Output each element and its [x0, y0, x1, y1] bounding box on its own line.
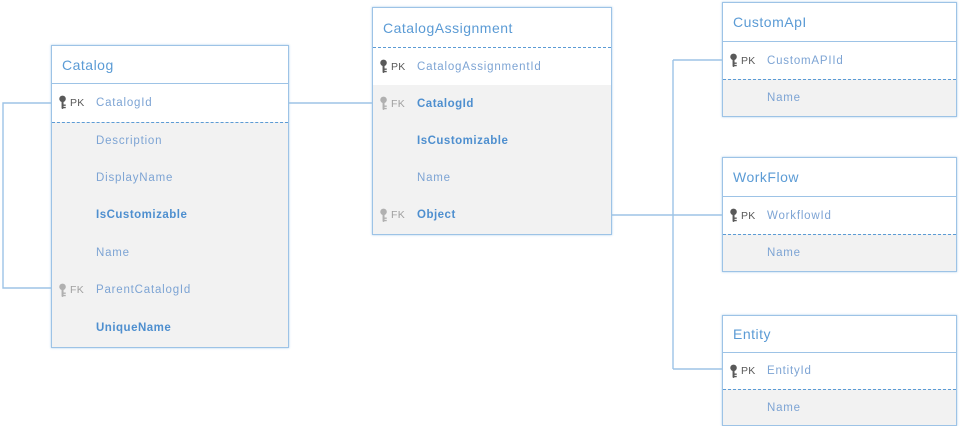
field-name-label: IsCustomizable [417, 134, 509, 147]
table-name-label: CustomApI [733, 14, 807, 30]
field-name-label: EntityId [767, 365, 812, 377]
field-name-label: Name [767, 401, 801, 414]
field-row: Name [373, 159, 611, 197]
field-name-label: Name [96, 246, 130, 259]
field-name-label: ParentCatalogId [96, 284, 192, 297]
pk-cell: PK [723, 364, 767, 379]
key-type-label: PK [741, 365, 756, 377]
field-row: UniqueName [52, 309, 288, 347]
field-row: IsCustomizable [373, 122, 611, 160]
field-name-label: WorkflowId [767, 209, 832, 222]
field-name-label: Name [767, 92, 801, 104]
table-name-label: Catalog [62, 56, 114, 73]
pk-cell: PK [723, 208, 767, 223]
field-row: IsCustomizable [52, 196, 288, 234]
field-name-label: CustomAPIId [767, 54, 844, 67]
field-name-label: Object [417, 209, 456, 222]
pk-key-icon [729, 53, 739, 68]
fk-cell: FK [373, 96, 417, 111]
pk-key-icon [729, 208, 739, 223]
table-header: Catalog [52, 46, 288, 84]
table-header: Entity [723, 316, 956, 353]
field-row: FK Object [373, 196, 611, 234]
field-row: Name [723, 79, 956, 116]
field-name-label: UniqueName [96, 321, 172, 334]
table-header: CustomApI [723, 3, 956, 42]
field-name-label: CatalogId [96, 96, 153, 109]
key-type-label: PK [741, 209, 756, 222]
pk-key-icon [379, 59, 389, 74]
table-name-label: WorkFlow [733, 169, 799, 185]
key-type-label: PK [741, 54, 756, 67]
field-row: PK WorkflowId [723, 197, 956, 234]
key-type-label: PK [70, 96, 85, 109]
field-name-label: IsCustomizable [96, 209, 188, 222]
pk-cell: PK [723, 53, 767, 68]
fk-key-icon [379, 96, 389, 111]
field-name-label: Name [767, 247, 801, 259]
key-type-label: FK [391, 97, 406, 110]
pk-cell: PK [52, 95, 96, 110]
key-type-label: FK [391, 209, 406, 222]
key-type-label: FK [70, 284, 85, 297]
field-row: Name [723, 234, 956, 271]
field-row: PK CustomAPIId [723, 42, 956, 79]
table-name-label: CatalogAssignment [383, 19, 513, 36]
key-type-label: PK [391, 60, 406, 73]
field-row: Name [723, 389, 956, 425]
field-name-label: DisplayName [96, 171, 174, 184]
field-name-label: Description [96, 134, 163, 147]
field-row: PK CatalogId [52, 84, 288, 122]
fk-key-icon [58, 283, 68, 298]
fk-cell: FK [373, 208, 417, 223]
fk-cell: FK [52, 283, 96, 298]
field-name-label: CatalogId [417, 97, 474, 110]
field-row: Description [52, 121, 288, 159]
field-row: DisplayName [52, 159, 288, 197]
connector-catalog-self-reference [2, 102, 51, 289]
field-row: Name [52, 234, 288, 272]
field-name-label: CatalogAssignmentId [417, 60, 542, 73]
pk-cell: PK [373, 59, 417, 74]
pk-key-icon [729, 364, 739, 379]
field-row: PK CatalogAssignmentId [373, 48, 611, 86]
field-row: FK ParentCatalogId [52, 271, 288, 309]
field-row: PK EntityId [723, 353, 956, 389]
pk-key-icon [58, 95, 68, 110]
field-row: FK CatalogId [373, 85, 611, 123]
table-name-label: Entity [733, 326, 772, 342]
table-header: WorkFlow [723, 158, 956, 197]
table-header: CatalogAssignment [373, 8, 611, 48]
fk-key-icon [379, 208, 389, 223]
field-name-label: Name [417, 172, 451, 185]
